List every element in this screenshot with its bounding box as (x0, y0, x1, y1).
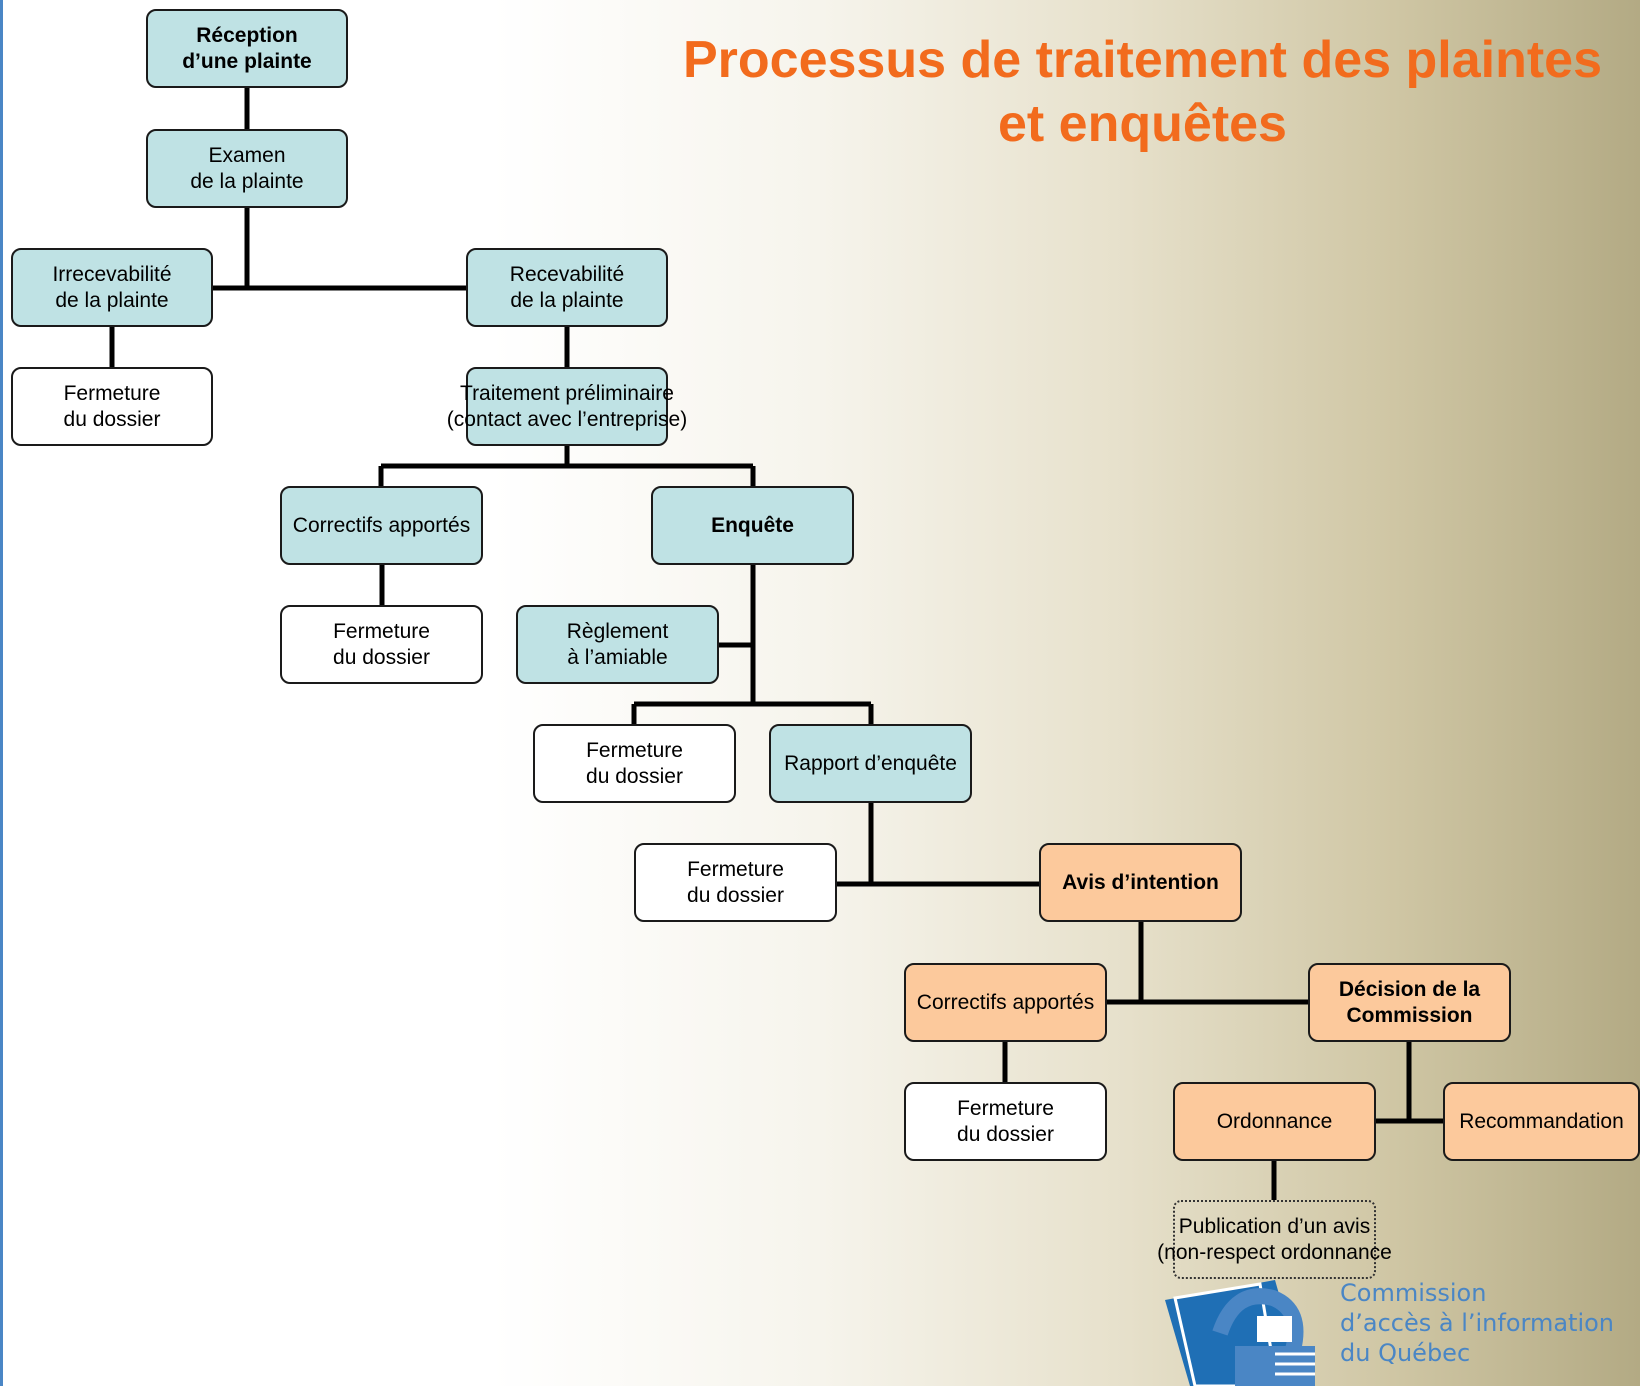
node-irrecevabilite: Irrecevabilité de la plainte (11, 248, 213, 327)
logo-line-2: d’accès à l’information (1340, 1309, 1615, 1337)
node-fermeture-5: Fermeture du dossier (904, 1082, 1107, 1161)
node-reglement-amiable: Règlement à l’amiable (516, 605, 719, 684)
node-correctifs-2: Correctifs apportés (904, 963, 1107, 1042)
left-edge-rule (0, 0, 3, 1386)
page-title: Processus de traitement des plaintes et … (655, 28, 1630, 156)
node-fermeture-3: Fermeture du dossier (533, 724, 736, 803)
node-publication-label: Publication d’un avis (non-respect ordon… (1157, 1214, 1392, 1264)
node-traitement-preliminaire: Traitement préliminaire (contact avec l’… (447, 367, 687, 446)
node-publication-avis: Publication d’un avis (non-respect ordon… (1157, 1200, 1392, 1279)
logo-line-3: du Québec (1340, 1339, 1471, 1367)
title-line-2: et enquêtes (998, 95, 1287, 153)
node-correctifs-1: Correctifs apportés (280, 486, 483, 565)
node-fermeture-4: Fermeture du dossier (634, 843, 837, 922)
node-fermeture-1: Fermeture du dossier (11, 367, 213, 446)
node-recommandation: Recommandation (1443, 1082, 1640, 1161)
node-recevabilite: Recevabilité de la plainte (466, 248, 668, 327)
node-traitement-label: Traitement préliminaire (contact avec l’… (446, 381, 688, 431)
node-reception: Réception d’une plainte (146, 9, 348, 88)
folder-lock-icon (1165, 1280, 1315, 1386)
node-ordonnance: Ordonnance (1173, 1082, 1376, 1161)
title-line-1: Processus de traitement des plaintes (682, 31, 1602, 89)
logo-wordmark: Commission d’accès à l’information du Qu… (1340, 1278, 1614, 1368)
node-examen: Examen de la plainte (146, 129, 348, 208)
node-avis-intention: Avis d’intention (1039, 843, 1242, 922)
commission-logo (1165, 1280, 1315, 1386)
node-fermeture-2: Fermeture du dossier (280, 605, 483, 684)
node-decision-commission: Décision de la Commission (1308, 963, 1511, 1042)
node-rapport-enquete: Rapport d’enquête (769, 724, 972, 803)
node-enquete: Enquête (651, 486, 854, 565)
logo-line-1: Commission (1340, 1279, 1487, 1307)
